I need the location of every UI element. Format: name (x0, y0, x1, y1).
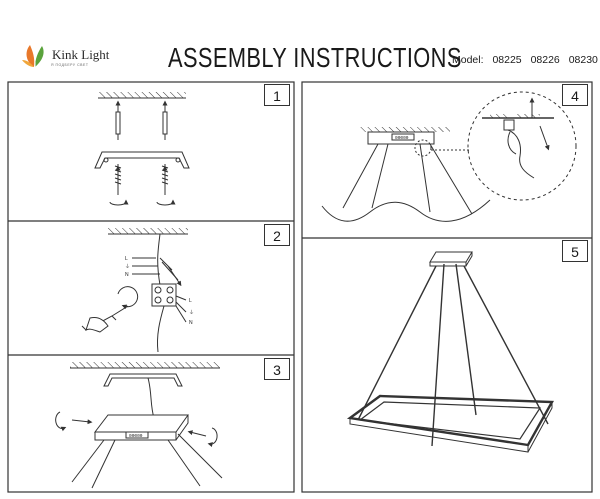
step-4-illustration (321, 91, 577, 222)
side-screw (71, 419, 93, 425)
mounting-bracket (103, 373, 183, 387)
wall-plug (162, 111, 168, 135)
led-display (125, 431, 149, 439)
step-2-illustration (81, 228, 188, 353)
model-numbers: Model: 08225 08226 08230 (452, 54, 598, 66)
wire-label: ⏚ (125, 263, 130, 270)
step-5-illustration (346, 251, 555, 453)
terminal-label: N (189, 320, 193, 326)
leaf-logo-icon (22, 45, 44, 67)
model-label: Model: (452, 54, 484, 66)
excess-cable (321, 199, 491, 222)
suspension-wire (357, 263, 549, 447)
hand (85, 317, 109, 333)
panel-frame (7, 81, 295, 493)
step-3-illustration (55, 362, 223, 489)
step-number: 2 (264, 224, 290, 246)
display-readout: 00000 (395, 135, 409, 141)
rotate-arrow (207, 427, 218, 447)
model-number: 08230 (568, 54, 598, 66)
display-readout: 00000 (129, 433, 143, 439)
model-number: 08226 (530, 54, 560, 66)
panel-frame (301, 81, 593, 493)
page-title: ASSEMBLY INSTRUCTIONS (168, 42, 462, 73)
terminal-label: L (189, 298, 192, 304)
rotate-arrow (55, 411, 67, 432)
supply-cable (147, 377, 155, 419)
terminal-block (151, 283, 177, 307)
arrow (167, 265, 182, 287)
canopy (93, 414, 189, 433)
led-display (391, 133, 415, 141)
wall-plug (115, 111, 121, 135)
square-frame-outer (346, 394, 555, 447)
ceiling (70, 362, 220, 368)
brand-logo: Kink Light Я ПОДБЕРУ СВЕТ (20, 40, 138, 74)
square-frame-inner (358, 401, 542, 440)
step-number: 5 (562, 240, 588, 262)
ceiling (98, 92, 186, 98)
ceiling (108, 228, 188, 234)
canopy (429, 251, 473, 263)
wire-label: L (125, 256, 128, 262)
terminal-label: ⏚ (189, 309, 194, 316)
rotate-arrow (156, 199, 176, 206)
hand (507, 129, 535, 179)
step-number: 4 (562, 84, 588, 106)
side-screw (187, 430, 207, 437)
model-number: 08225 (492, 54, 522, 66)
mounting-bracket (94, 151, 190, 169)
supply-cable (157, 233, 161, 286)
brand-name: Kink Light (52, 47, 110, 62)
suspension-wire (71, 433, 223, 489)
wire-gripper (503, 119, 515, 131)
ceiling (360, 127, 450, 132)
step-1-illustration (94, 92, 190, 206)
header: Kink Light Я ПОДБЕРУ СВЕТ ASSEMBLY INSTR… (0, 0, 600, 80)
suspension-wire (342, 143, 473, 215)
rotate-arrow (117, 286, 139, 310)
detail-marker (414, 139, 432, 157)
detail-zoom (467, 91, 577, 201)
brand-tagline: Я ПОДБЕРУ СВЕТ (51, 63, 89, 67)
arrow (539, 125, 550, 151)
wire-label: N (125, 272, 129, 278)
step-number: 3 (264, 358, 290, 380)
rotate-arrow (109, 199, 129, 206)
step-number: 1 (264, 84, 290, 106)
